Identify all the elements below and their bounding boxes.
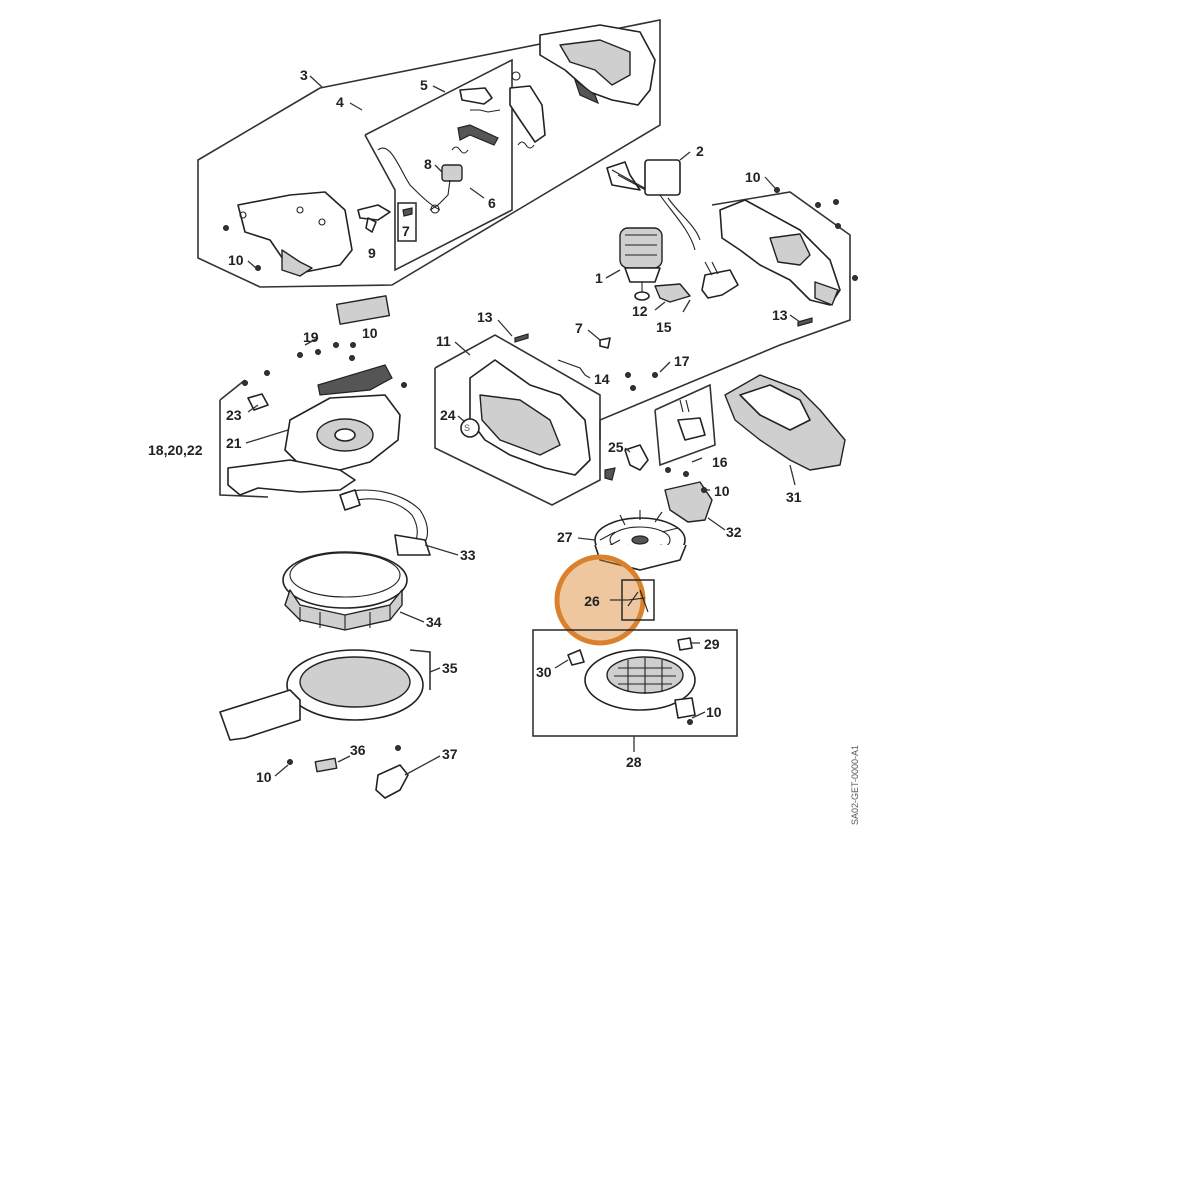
callout-13-right: 13: [772, 307, 788, 323]
leader-lines: [245, 75, 801, 777]
assembly-frame-28: [532, 629, 738, 737]
highlight-part-26: 26: [554, 554, 655, 646]
screws: [223, 187, 858, 765]
callout-31: 31: [786, 489, 802, 505]
callout-21: 21: [226, 435, 242, 451]
callout-11: 11: [436, 333, 451, 349]
callout-5: 5: [420, 77, 428, 93]
callout-24: 24: [440, 407, 456, 423]
callout-19: 19: [303, 329, 319, 345]
hose-part-33: [339, 489, 431, 556]
callout-6: 6: [488, 195, 496, 211]
handle-top-part: [539, 24, 656, 106]
callout-15: 15: [656, 319, 672, 335]
callout-37: 37: [442, 746, 458, 762]
callout-12: 12: [632, 303, 648, 319]
callout-13-center: 13: [477, 309, 493, 325]
callout-29: 29: [704, 636, 720, 652]
callout-1: 1: [595, 270, 603, 286]
callout-10-top-right: 10: [745, 169, 761, 185]
right-housing-frame: [599, 191, 851, 440]
fan-wheel-part-27: [594, 510, 687, 571]
callout-17: 17: [674, 353, 690, 369]
callout-25: 25: [608, 439, 624, 455]
callout-18-20-22: 18,20,22: [148, 442, 203, 458]
assembly-frame-16: [654, 383, 716, 467]
callout-10-lower-right: 10: [706, 704, 722, 720]
svg-text:S: S: [464, 423, 470, 433]
assembly-frame-3: [197, 19, 661, 288]
callout-10-bottom-left: 10: [256, 769, 272, 785]
callout-8: 8: [424, 156, 432, 172]
callout-34: 34: [426, 614, 442, 630]
bracket-part-32: [664, 481, 713, 523]
fan-housing-part-35: [219, 649, 431, 741]
clip-part-25: [604, 444, 649, 481]
callout-28: 28: [626, 754, 642, 770]
callout-32: 32: [726, 524, 742, 540]
callout-9: 9: [368, 245, 376, 261]
callout-10-mid-left: 10: [362, 325, 378, 341]
callout-3: 3: [300, 67, 308, 83]
callout-30: 30: [536, 664, 552, 680]
ring-part-34: [282, 551, 408, 631]
callout-35: 35: [442, 660, 458, 676]
housing-half-part: [237, 191, 353, 277]
callout-2: 2: [696, 143, 704, 159]
drawing-reference: SA02-GET-0000-A1: [850, 745, 860, 825]
callout-10-mid-right: 10: [714, 483, 730, 499]
cover-part-31: [724, 374, 846, 471]
callout-33: 33: [460, 547, 476, 563]
callout-14: 14: [594, 371, 610, 387]
callout-7-top: 7: [402, 223, 410, 239]
motor-parts: [606, 159, 739, 303]
callout-16: 16: [712, 454, 728, 470]
callout-26: 26: [584, 593, 600, 609]
left-housing-parts: [219, 295, 401, 498]
callout-36: 36: [350, 742, 366, 758]
callout-labels: 3 4 5 8 6 7 9 10 2 10 1 12 15 13 13 7 11…: [148, 67, 802, 785]
assembly-frame-11: S: [434, 334, 601, 506]
switch-parts: [357, 71, 546, 242]
callout-10-top-left: 10: [228, 252, 244, 268]
callout-27: 27: [557, 529, 573, 545]
small-parts-36-37: [314, 757, 409, 799]
callout-7-center: 7: [575, 320, 583, 336]
callout-23: 23: [226, 407, 242, 423]
callout-4: 4: [336, 94, 344, 110]
